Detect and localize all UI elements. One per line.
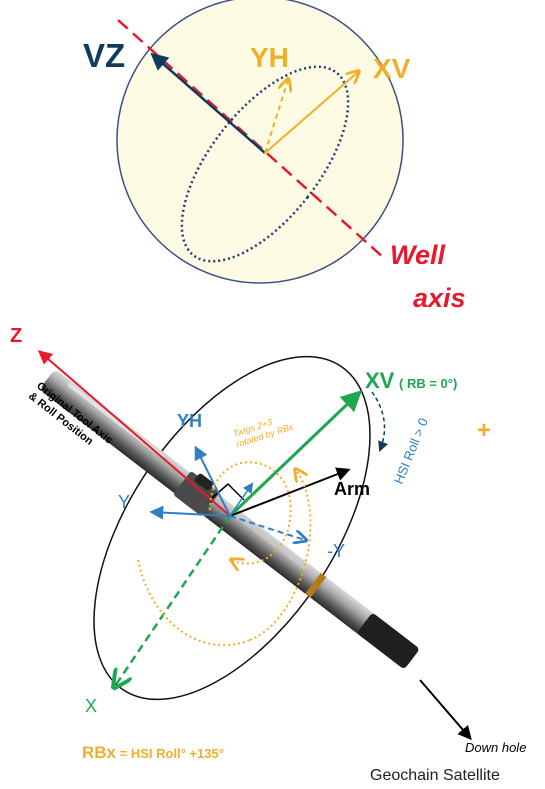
tool-body [41, 371, 419, 668]
twigs-label: Twigs 2+3 rotated by RBx [232, 411, 296, 450]
top-diagram: VZ YH XV Well axis [83, 0, 466, 313]
twigs-rotation-arc-inner [209, 461, 292, 563]
xv-label: XV [373, 53, 411, 84]
hsi-roll-label: HSI Roll > 0 [391, 416, 431, 486]
right-angle-marker [211, 482, 245, 501]
yh-arrow [264, 80, 288, 154]
vz-label: VZ [83, 37, 125, 74]
xv-label-bottom: XV [365, 368, 395, 393]
axis-label: axis [413, 283, 466, 313]
xv-arrow-bottom [228, 390, 363, 518]
well-label: Well [390, 240, 446, 270]
twigs-rotation-arc-outer [249, 470, 312, 641]
blue-small-arrow [229, 482, 254, 517]
twigs-rotation-arc-lower [137, 559, 251, 647]
arm-label: Arm [334, 479, 370, 499]
yh-arrow-bottom [194, 445, 231, 517]
bottom-diagram: Z Original Tool Axis & Roll Position XV … [10, 325, 526, 762]
x-arrow [115, 515, 232, 686]
vz-arrow [150, 52, 266, 154]
rbx-formula: RBx = HSI Roll° +135° [82, 743, 224, 762]
y-label: Y [118, 492, 130, 512]
xv-arrow [264, 72, 358, 154]
yh-label-bottom: YH [177, 411, 202, 431]
arm-arrow [229, 467, 351, 517]
neg-y-arrow [229, 515, 305, 540]
down-hole-label: Down hole [465, 740, 526, 755]
rb-zero-label: ( RB = 0°) [399, 376, 457, 391]
z-label: Z [10, 325, 22, 347]
yh-label: YH [250, 42, 289, 73]
dotted-ellipse [180, 65, 350, 263]
neg-y-label: -Y [327, 541, 345, 561]
footer-credit: Geochain Satellite [370, 767, 500, 784]
x-label: X [85, 696, 97, 716]
down-hole-arrow [419, 679, 472, 741]
z-axis-line [37, 350, 231, 517]
plus-sign: + [477, 417, 491, 444]
hsi-roll-arc [371, 391, 388, 452]
y-arrow [149, 505, 231, 520]
